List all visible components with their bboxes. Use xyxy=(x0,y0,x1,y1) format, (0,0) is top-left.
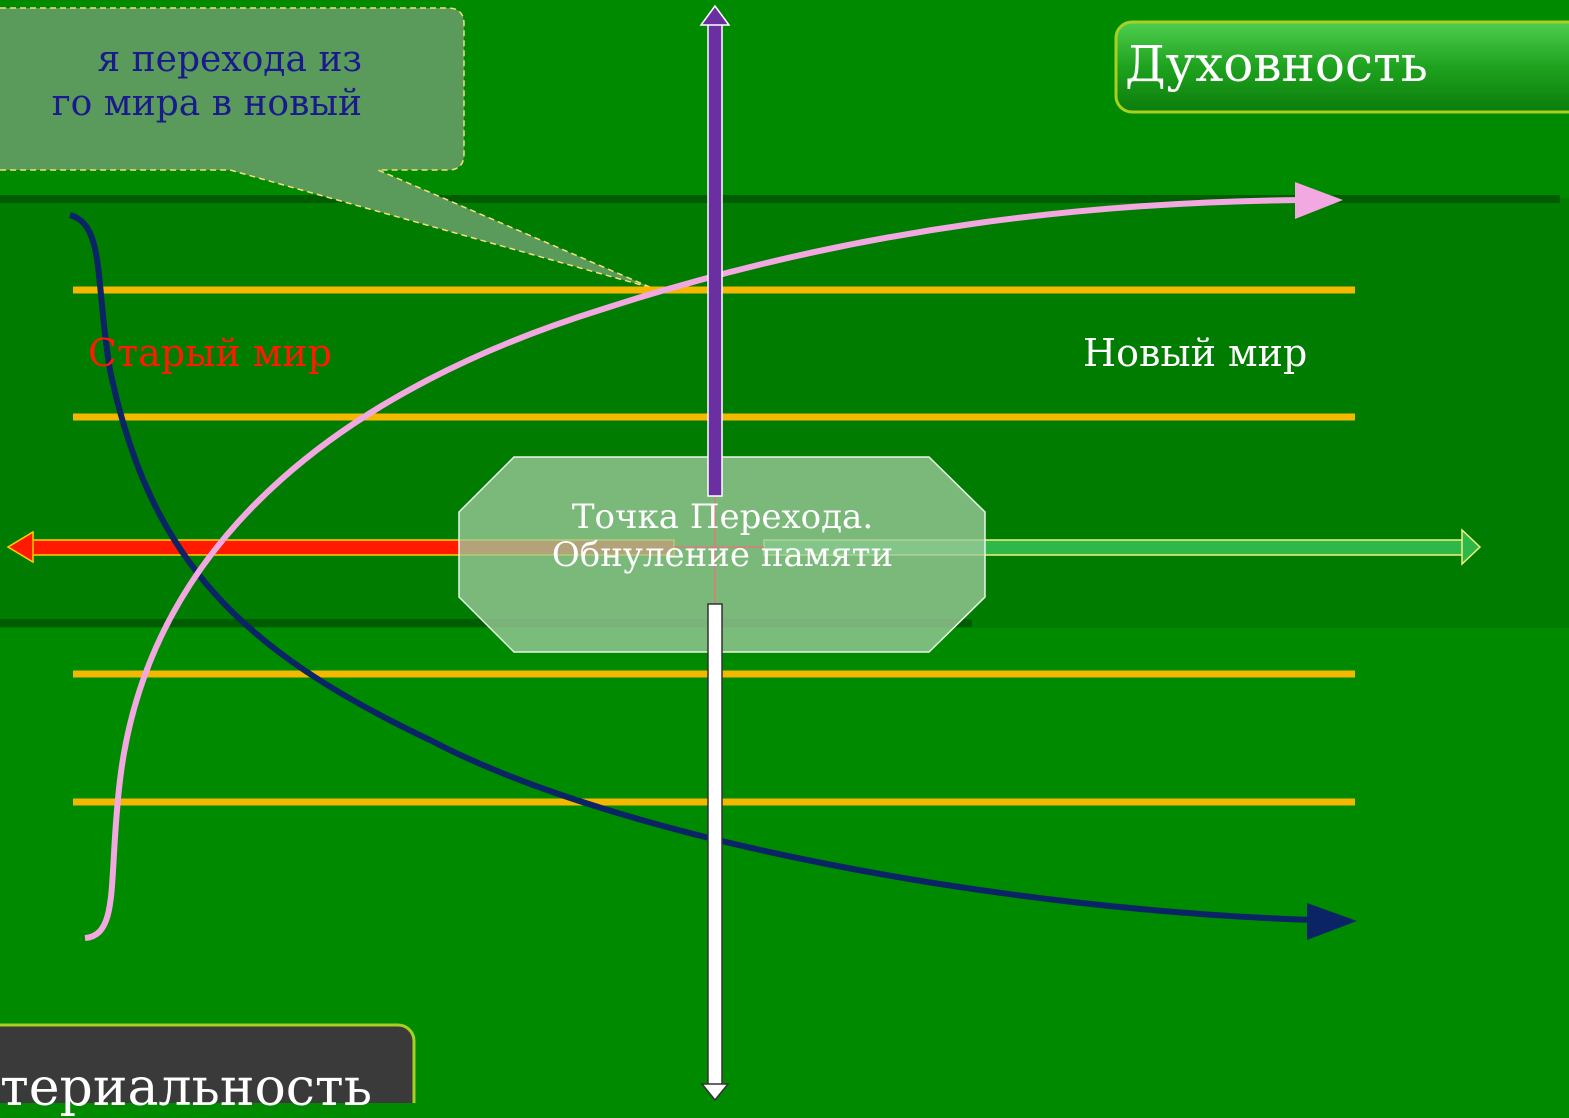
spirituality-box xyxy=(1114,20,1569,114)
old-world-label: Старый мир xyxy=(88,331,332,375)
transition-line-2: Обнуление памяти xyxy=(551,535,894,576)
top-shadow-line xyxy=(0,195,1560,203)
spirituality-curve xyxy=(84,182,1343,941)
callout-bubble xyxy=(0,7,653,289)
up-arrow xyxy=(699,4,731,497)
materiality-label: териальность xyxy=(0,1058,372,1118)
callout-text: я перехода из го мира в новый xyxy=(0,38,362,127)
materiality-box xyxy=(0,1023,416,1103)
transition-point-box xyxy=(458,456,986,653)
down-arrow xyxy=(700,603,730,1102)
callout-line-1: я перехода из xyxy=(97,39,362,80)
transition-point-label: Точка Перехода. Обнуление памяти xyxy=(460,498,985,574)
spirituality-label: Духовность xyxy=(1125,35,1428,93)
callout-line-2: го мира в новый xyxy=(51,83,362,125)
materiality-curve xyxy=(68,212,1357,940)
transition-line-1: Точка Перехода. xyxy=(571,497,874,537)
new-world-label: Новый мир xyxy=(1083,331,1308,375)
